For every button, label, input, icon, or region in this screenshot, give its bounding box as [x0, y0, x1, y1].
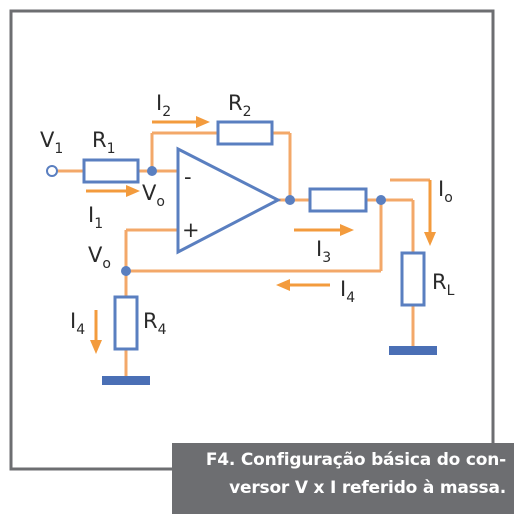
- op-amp-triangle: [176, 146, 282, 255]
- arrow-i3: [340, 224, 354, 236]
- components: [82, 120, 426, 351]
- arrow-i2: [196, 116, 210, 128]
- junction-output: [285, 195, 295, 205]
- label-i2: I2: [156, 91, 171, 120]
- label-vo-junction: Vo: [88, 243, 111, 272]
- label-r2: R2: [228, 91, 252, 120]
- label-i1: I1: [88, 203, 103, 232]
- label-minus: -: [184, 165, 192, 189]
- caption-box: [172, 443, 514, 514]
- wires: [56, 131, 415, 378]
- resistor-rl: [400, 251, 426, 307]
- label-io: Io: [438, 177, 453, 206]
- resistor-r4: [113, 295, 139, 351]
- junction-load: [376, 195, 386, 205]
- label-vo-inverting: Vo: [142, 181, 165, 210]
- input-terminal-v1: [46, 165, 58, 177]
- arrow-io: [424, 232, 436, 246]
- label-rl: RL: [432, 270, 455, 299]
- junction-vo: [121, 266, 131, 276]
- ground-symbol-left: [102, 376, 150, 385]
- resistor-r3: [308, 187, 368, 213]
- junction-dots: [121, 166, 386, 276]
- label-v1: V1: [40, 128, 63, 157]
- label-plus: +: [182, 218, 200, 242]
- arrow-i4-left: [90, 340, 102, 354]
- labels: V1 R1 R2 I2 I1 Vo - + I3 Io RL I4 Vo I4 …: [40, 91, 455, 338]
- resistor-r1: [82, 158, 140, 184]
- figure-frame: [9, 9, 495, 471]
- figure-caption-line-1: F4. Configuração básica do con-: [205, 450, 506, 470]
- label-i4-left: I4: [70, 309, 85, 338]
- figure-caption-line-2: versor V x I referido à massa.: [229, 478, 506, 498]
- ground-symbol-right: [389, 346, 437, 355]
- arrow-i4-right: [276, 279, 290, 291]
- junction-inverting: [147, 166, 157, 176]
- label-r4: R4: [143, 309, 167, 338]
- label-i3: I3: [316, 237, 331, 266]
- resistor-r2: [216, 120, 274, 146]
- label-r1: R1: [92, 128, 116, 157]
- arrow-i1: [126, 185, 140, 197]
- label-i4-right: I4: [340, 277, 355, 306]
- current-arrows: [86, 116, 436, 354]
